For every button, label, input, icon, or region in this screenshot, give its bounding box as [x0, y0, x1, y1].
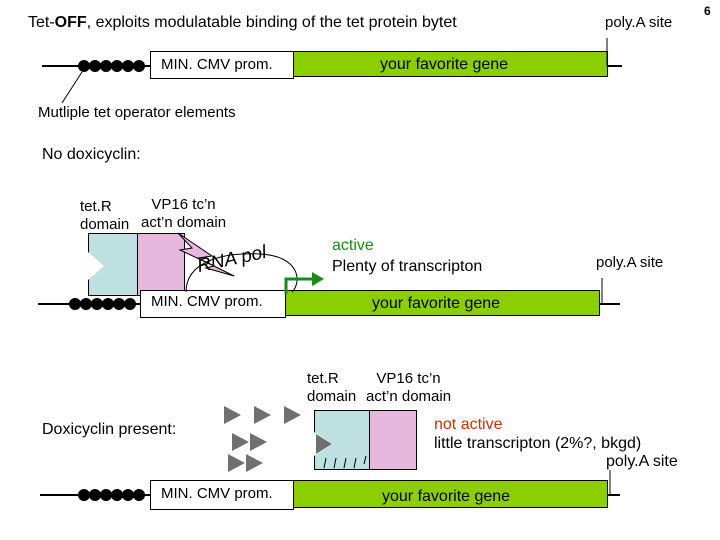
no-dox-status-active: active	[332, 237, 374, 254]
no-dox-vp16-line2: act’n domain	[141, 214, 227, 231]
no-dox-operator-dots	[69, 298, 136, 310]
activation-bolt	[177, 232, 235, 277]
dox-bound-doxycycline	[316, 434, 332, 454]
no-dox-promoter-label: MIN. CMV prom.	[151, 293, 263, 310]
top-promoter-label: MIN. CMV prom.	[161, 56, 273, 73]
dox-vp16-label: VP16 tc’n act’n domain	[366, 370, 451, 406]
no-dox-vp16-domain	[137, 233, 185, 296]
title-bold: OFF	[54, 14, 87, 31]
dox-heading: Doxicyclin present:	[42, 421, 177, 438]
dox-polyA-label: poly.A site	[606, 453, 678, 470]
transcription-arrow-head	[312, 272, 324, 286]
no-dox-polyA-label: poly.A site	[596, 254, 664, 271]
dox-promoter-label: MIN. CMV prom.	[161, 485, 273, 502]
dox-status-detail: little transcripton (2%?, bkgd)	[434, 435, 642, 452]
dox-tetR-legs	[323, 455, 367, 469]
dox-tetR-line2: domain	[307, 388, 357, 405]
no-dox-tetR-line1: tet.R	[80, 198, 112, 215]
no-dox-vp16-label: VP16 tc’n act’n domain	[141, 196, 226, 232]
title-rest: , exploits modulatable binding of the te…	[86, 14, 457, 31]
no-dox-heading: No doxicyclin:	[42, 146, 141, 163]
no-dox-vp16-line1: VP16 tc’n	[151, 196, 216, 213]
dox-operator-dots	[78, 489, 145, 501]
dox-status: not active little transcripton (2%?, bkg…	[434, 415, 641, 453]
rna-pol-outline	[185, 253, 298, 293]
dox-vp16-domain	[369, 410, 417, 470]
doxycycline-molecules	[224, 406, 301, 472]
top-promoter-box: MIN. CMV prom.	[150, 51, 294, 79]
no-dox-status-detail: Plenty of transcripton	[332, 258, 483, 275]
operator-pointer-line	[61, 71, 83, 104]
dox-gene-label: your favorite gene	[382, 488, 511, 505]
slide-title: Tet-OFF, exploits modulatable binding of…	[28, 14, 457, 32]
top-gene-label: your favorite gene	[380, 56, 509, 73]
no-dox-tetR-notch	[88, 252, 104, 280]
title-prefix: Tet-	[28, 14, 55, 31]
no-dox-status: active Plenty of transcripton	[332, 235, 482, 277]
dox-tetR-label: tet.R domain	[307, 370, 356, 406]
dox-promoter-box: MIN. CMV prom.	[150, 480, 294, 510]
dox-vp16-line2: act’n domain	[366, 388, 452, 405]
page-number: 6	[704, 4, 711, 18]
operator-elements-label: Mutliple tet operator elements	[38, 104, 236, 121]
dox-status-not-active: not active	[434, 416, 503, 433]
no-dox-promoter-box: MIN. CMV prom.	[140, 290, 286, 318]
no-dox-tetR-label: tet.R domain	[80, 198, 129, 234]
transcription-start-arrow	[284, 277, 314, 294]
dox-tetR-line1: tet.R	[307, 370, 339, 387]
dox-vp16-line1: VP16 tc’n	[376, 370, 441, 387]
no-dox-gene-label: your favorite gene	[372, 295, 501, 312]
top-polyA-label: poly.A site	[605, 14, 673, 31]
no-dox-tetR-line2: domain	[80, 216, 130, 233]
